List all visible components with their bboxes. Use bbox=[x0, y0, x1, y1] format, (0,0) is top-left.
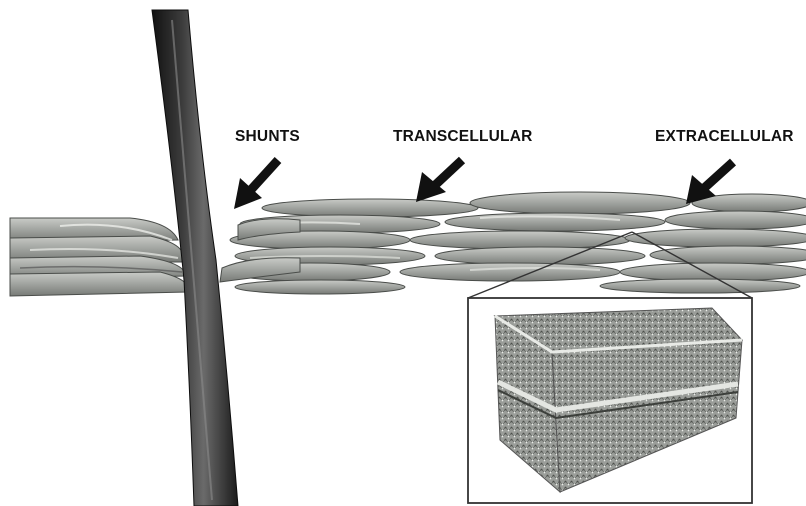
transcellular-label: TRANSCELLULAR bbox=[393, 128, 533, 145]
right-stratum-corneum bbox=[230, 192, 806, 294]
shunts-label: SHUNTS bbox=[235, 128, 300, 145]
arrow-down-left-icon bbox=[234, 160, 278, 209]
arrow-down-left-icon bbox=[416, 160, 462, 202]
left-stratum-corneum bbox=[10, 218, 188, 296]
lipid-bilayer-inset bbox=[468, 298, 752, 503]
extracellular-label: EXTRACELLULAR bbox=[655, 128, 794, 145]
